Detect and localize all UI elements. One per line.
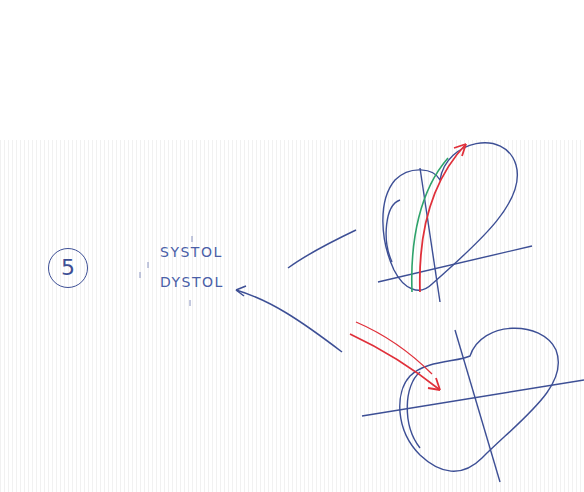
paper-texture — [0, 140, 584, 492]
leader-line — [288, 230, 356, 268]
leader-arrow — [236, 290, 342, 352]
handwritten-label: DYSTOL — [160, 274, 224, 290]
red-arrow — [350, 334, 440, 390]
lower-heart — [362, 328, 584, 482]
callout-number: 5 — [61, 257, 75, 279]
circled-number: 5 — [48, 248, 88, 288]
red-arrow — [420, 144, 466, 292]
upper-heart — [378, 143, 532, 302]
handwritten-label: SYSTOL — [160, 244, 223, 260]
